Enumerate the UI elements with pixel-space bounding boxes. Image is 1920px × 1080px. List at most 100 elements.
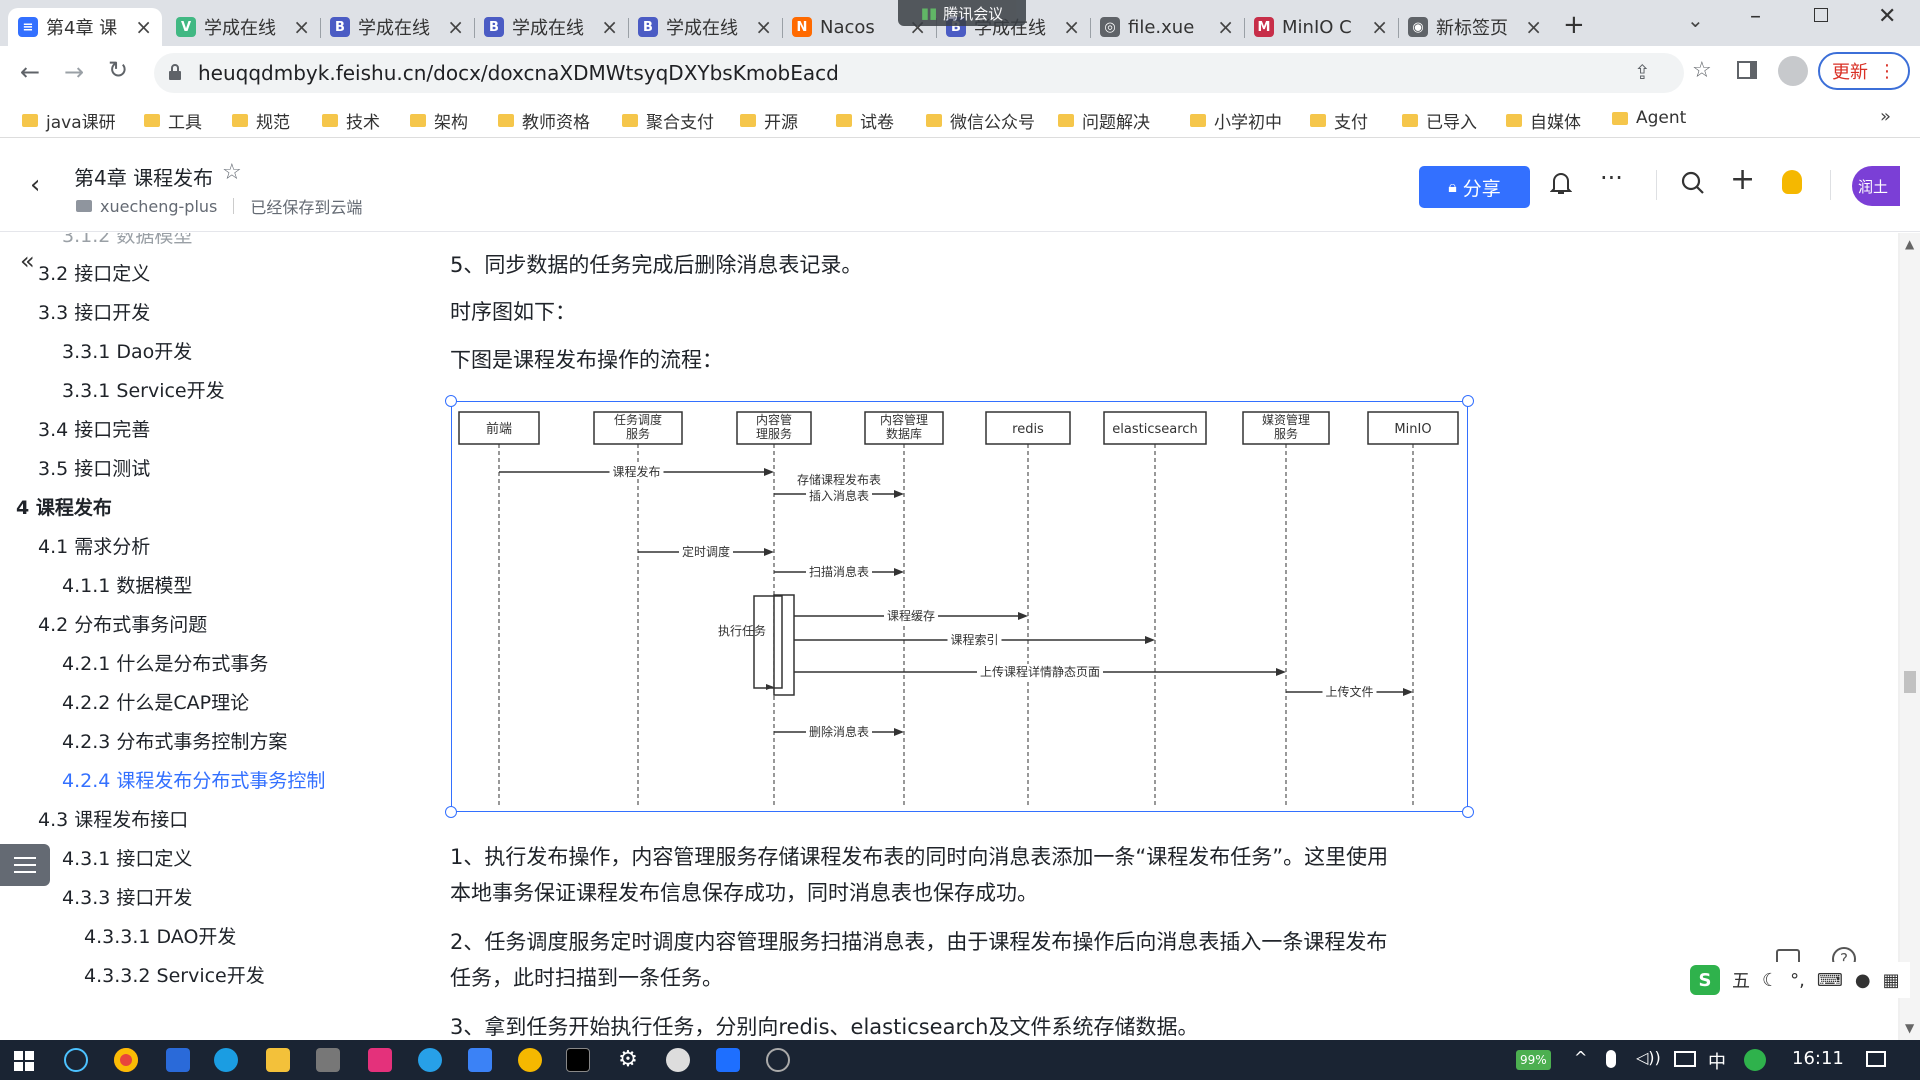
- browser-tab[interactable]: ≡第4章 课×: [8, 8, 162, 46]
- taskbar-app-icon[interactable]: [166, 1048, 190, 1072]
- close-tab-icon[interactable]: ×: [601, 15, 618, 39]
- toc-item[interactable]: 4.2.1 什么是分布式事务: [62, 653, 269, 675]
- resize-handle-bottom-right[interactable]: [1462, 806, 1474, 818]
- taskbar-app2-icon[interactable]: [316, 1048, 340, 1072]
- close-tab-icon[interactable]: ×: [1371, 15, 1388, 39]
- toc-item[interactable]: 3.1.2 数据模型: [62, 233, 193, 247]
- search-icon[interactable]: [1680, 170, 1706, 200]
- taskbar-explorer-icon[interactable]: [266, 1048, 290, 1072]
- bookmark-item[interactable]: 小学初中: [1190, 108, 1282, 133]
- taskbar-search-icon[interactable]: [64, 1048, 88, 1072]
- close-tab-icon[interactable]: ×: [755, 15, 772, 39]
- sogou-tray-icon[interactable]: [1744, 1049, 1766, 1071]
- toc-item[interactable]: 4.2.4 课程发布分布式事务控制: [62, 770, 326, 792]
- toc-item[interactable]: 4.1 需求分析: [38, 536, 151, 558]
- update-button[interactable]: 更新⋮: [1818, 52, 1910, 90]
- resize-handle-top-left[interactable]: [445, 395, 457, 407]
- tray-expand-icon[interactable]: ^: [1574, 1048, 1588, 1067]
- windows-start-icon[interactable]: [14, 1051, 34, 1075]
- ime-toolbar[interactable]: S 五 ☾ °, ⌨ ● ▦: [1686, 962, 1910, 998]
- back-icon[interactable]: ←: [20, 58, 41, 86]
- forward-icon[interactable]: →: [64, 58, 85, 86]
- collapse-sidebar-icon[interactable]: «: [20, 247, 35, 275]
- bookmark-star-icon[interactable]: ☆: [1692, 58, 1712, 83]
- scroll-down-arrow[interactable]: ▼: [1905, 1021, 1915, 1035]
- resize-handle-top-right[interactable]: [1462, 395, 1474, 407]
- bookmark-item[interactable]: 支付: [1310, 108, 1368, 133]
- add-icon[interactable]: +: [1730, 162, 1756, 197]
- lightbulb-icon[interactable]: [1782, 170, 1802, 194]
- notification-bell-icon[interactable]: [1549, 170, 1573, 200]
- volume-icon[interactable]: ◁)): [1636, 1048, 1661, 1067]
- bookmark-item[interactable]: 试卷: [836, 108, 894, 133]
- taskbar-edge-icon[interactable]: [214, 1048, 238, 1072]
- toc-item[interactable]: 3.2 接口定义: [38, 263, 151, 285]
- toc-item[interactable]: 4.1.1 数据模型: [62, 575, 193, 597]
- toc-item[interactable]: 3.3.1 Service开发: [62, 380, 225, 402]
- toc-item[interactable]: 3.4 接口完善: [38, 419, 151, 441]
- bookmark-item[interactable]: Agent: [1612, 108, 1686, 128]
- taskbar-settings-icon[interactable]: ⚙: [618, 1047, 638, 1072]
- restore-button[interactable]: [1814, 8, 1828, 22]
- microphone-icon[interactable]: [1606, 1050, 1616, 1068]
- taskbar-terminal-icon[interactable]: [566, 1048, 590, 1072]
- share-page-icon[interactable]: ⇪: [1634, 60, 1651, 84]
- toc-item[interactable]: 4.2 分布式事务问题: [38, 614, 208, 636]
- toc-item[interactable]: 3.3.1 Dao开发: [62, 341, 193, 363]
- page-scrollbar[interactable]: ▲ ▼: [1900, 233, 1920, 1040]
- bookmark-item[interactable]: 开源: [740, 108, 798, 133]
- close-tab-icon[interactable]: ×: [135, 15, 152, 39]
- taskbar-app5-icon[interactable]: [518, 1048, 542, 1072]
- bookmark-item[interactable]: 微信公众号: [926, 108, 1035, 133]
- toc-item[interactable]: 4.3.3 接口开发: [62, 887, 193, 909]
- browser-tab[interactable]: ◎file.xue×: [1090, 8, 1244, 46]
- toc-item[interactable]: 4.3.3.1 DAO开发: [84, 926, 237, 948]
- reload-icon[interactable]: ↻: [108, 56, 129, 84]
- bookmark-item[interactable]: 架构: [410, 108, 468, 133]
- toc-toggle-button[interactable]: [0, 844, 50, 886]
- close-tab-icon[interactable]: ×: [1063, 15, 1080, 39]
- tab-search-icon[interactable]: ⌄: [1687, 8, 1704, 32]
- taskbar-intellij-icon[interactable]: [368, 1048, 392, 1072]
- avatar[interactable]: 润土: [1852, 166, 1900, 206]
- toc-item[interactable]: 4.3 课程发布接口: [38, 809, 189, 831]
- doc-back-icon[interactable]: ‹: [30, 170, 41, 200]
- toc-item[interactable]: 4.2.3 分布式事务控制方案: [62, 731, 288, 753]
- toc-item[interactable]: 4.3.1 接口定义: [62, 848, 193, 870]
- bookmark-item[interactable]: 自媒体: [1506, 108, 1581, 133]
- close-tab-icon[interactable]: ×: [293, 15, 310, 39]
- meeting-indicator[interactable]: ▮▮腾讯会议: [898, 0, 1026, 26]
- bookmark-item[interactable]: 聚合支付: [622, 108, 714, 133]
- close-tab-icon[interactable]: ×: [1525, 15, 1542, 39]
- close-window-button[interactable]: ✕: [1878, 4, 1897, 29]
- bookmark-item[interactable]: java课研: [22, 108, 116, 133]
- side-panel-icon[interactable]: [1737, 61, 1757, 79]
- more-options-icon[interactable]: ···: [1600, 164, 1623, 192]
- address-bar[interactable]: heuqqdmbyk.feishu.cn/docx/doxcnaXDMWtsyq…: [154, 53, 1712, 93]
- scrollbar-track[interactable]: [1898, 233, 1900, 1040]
- taskbar-chrome-icon[interactable]: [114, 1048, 138, 1072]
- bookmark-item[interactable]: 教师资格: [498, 108, 590, 133]
- bookmark-item[interactable]: 已导入: [1402, 108, 1477, 133]
- taskbar-app4-icon[interactable]: [468, 1048, 492, 1072]
- new-tab-button[interactable]: +: [1563, 10, 1585, 40]
- share-button[interactable]: 🔒︎分享: [1419, 166, 1530, 208]
- bookmark-item[interactable]: 技术: [322, 108, 380, 133]
- scroll-up-arrow[interactable]: ▲: [1905, 237, 1915, 251]
- clock[interactable]: 16:11: [1792, 1048, 1844, 1069]
- favorite-star-icon[interactable]: ☆: [222, 160, 242, 185]
- toc-item[interactable]: 4.3.3.2 Service开发: [84, 965, 265, 987]
- scrollbar-thumb[interactable]: [1904, 671, 1916, 693]
- toc-item[interactable]: 3.3 接口开发: [38, 302, 151, 324]
- profile-icon[interactable]: [1778, 56, 1808, 86]
- battery-indicator[interactable]: 99%: [1516, 1050, 1551, 1070]
- close-tab-icon[interactable]: ×: [1217, 15, 1234, 39]
- taskbar-app7-icon[interactable]: [766, 1048, 790, 1072]
- minimize-button[interactable]: –: [1750, 4, 1761, 29]
